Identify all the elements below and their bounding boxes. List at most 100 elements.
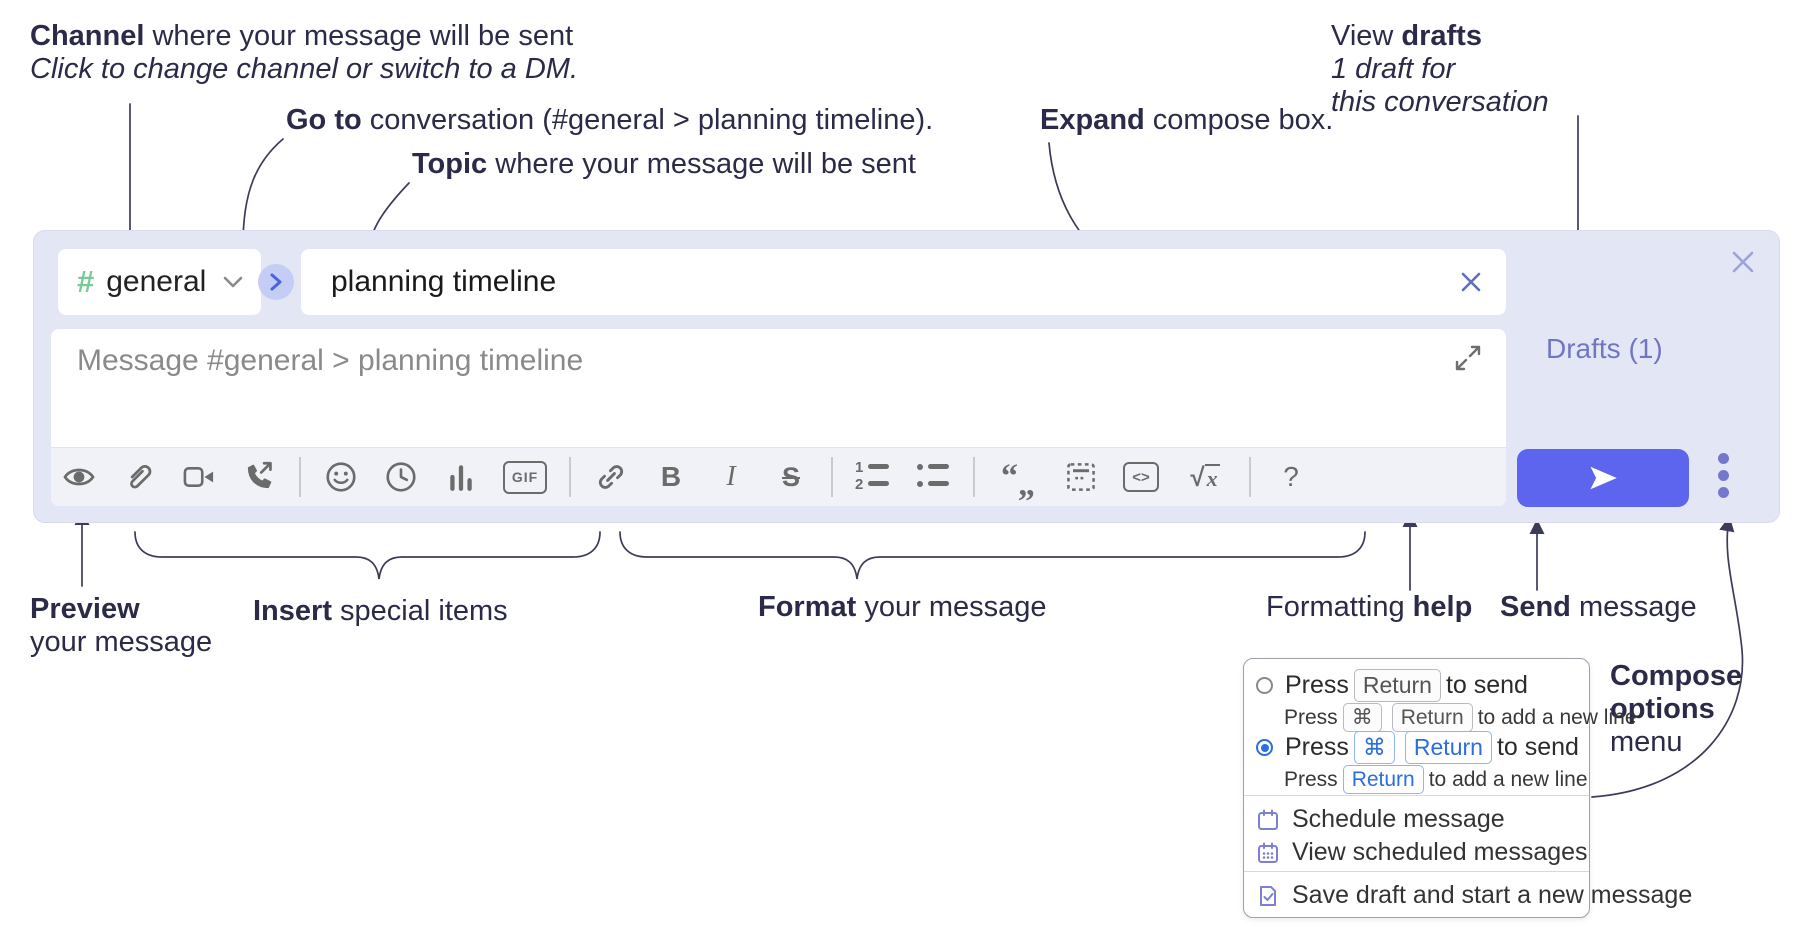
press-label: Press: [1284, 767, 1338, 791]
gif-icon: GIF: [503, 460, 547, 494]
radio-unselected[interactable]: [1256, 677, 1273, 694]
formatting-help-button[interactable]: ?: [1273, 459, 1309, 495]
drafts-annotation-pre: View: [1331, 20, 1402, 52]
channel-selector[interactable]: # general: [58, 249, 261, 315]
radio-selected[interactable]: [1256, 739, 1273, 756]
cmd-key: ⌘: [1342, 703, 1382, 732]
emoji-button[interactable]: [323, 459, 359, 495]
toolbar-divider: [569, 457, 571, 497]
press-label: Press: [1285, 733, 1349, 761]
numbered-list-icon: 1 2: [855, 460, 891, 494]
drafts-annotation-sub2: this conversation: [1331, 86, 1549, 118]
go-to-conversation-button[interactable]: [258, 264, 294, 300]
add-gif-button[interactable]: GIF: [503, 459, 547, 495]
bold-label: B: [660, 461, 682, 492]
return-key: Return: [1353, 669, 1441, 702]
options-annotation-bold1: Compose: [1610, 660, 1743, 692]
math-x: x: [1204, 463, 1220, 491]
menu-item-view-scheduled[interactable]: View scheduled messages: [1256, 838, 1588, 867]
compose-options-button[interactable]: [1718, 453, 1729, 498]
math-button[interactable]: √ x: [1183, 459, 1227, 495]
strikethrough-label: S: [781, 461, 800, 492]
toolbar-divider: [831, 457, 833, 497]
link-icon: [598, 465, 624, 489]
code-button[interactable]: <>: [1123, 459, 1159, 495]
expand-icon: [1455, 345, 1481, 371]
preview-button[interactable]: [61, 459, 97, 495]
compose-options-annotation: Compose options menu: [1610, 660, 1742, 759]
menu-item-schedule[interactable]: Schedule message: [1256, 805, 1505, 834]
code-label: <>: [1132, 468, 1150, 486]
gif-label: GIF: [511, 469, 539, 485]
formatting-help-annotation: Formatting help: [1266, 591, 1472, 624]
help-annotation-pre: Formatting: [1266, 591, 1413, 623]
num1-label: 1: [855, 459, 864, 476]
attach-file-button[interactable]: [121, 459, 157, 495]
goto-annotation-bold: Go to: [286, 104, 362, 136]
drafts-link[interactable]: Drafts (1): [1546, 333, 1663, 364]
message-input[interactable]: Message #general > planning timeline: [51, 329, 1506, 506]
voice-call-button[interactable]: [241, 459, 277, 495]
insert-annotation: Insert special items: [253, 595, 508, 628]
menu-item-label: Save draft and start a new message: [1292, 881, 1693, 909]
channel-annotation-bold: Channel: [30, 20, 145, 52]
ellipsis-dot: [1718, 470, 1729, 481]
italic-button[interactable]: I: [713, 459, 749, 495]
link-button[interactable]: [593, 459, 629, 495]
video-call-button[interactable]: [181, 459, 217, 495]
cmd-enter-sends-option[interactable]: Press ⌘ Return to send: [1256, 731, 1579, 764]
close-icon: [1732, 251, 1754, 273]
topic-value: planning timeline: [331, 265, 557, 298]
options-annotation-rest: menu: [1610, 726, 1683, 758]
add-poll-button[interactable]: [443, 459, 479, 495]
brace-format: [619, 531, 1366, 580]
channel-name: general: [106, 265, 207, 298]
menu-item-save-draft[interactable]: Save draft and start a new message: [1256, 881, 1692, 910]
topic-annotation-rest: where your message will be sent: [487, 148, 916, 180]
eye-icon: [63, 468, 95, 486]
press-label: Press: [1285, 671, 1349, 699]
numbered-list-button[interactable]: 1 2: [855, 459, 891, 495]
menu-item-label: Schedule message: [1292, 805, 1505, 833]
help-label: ?: [1283, 461, 1299, 492]
channel-annotation-rest: where your message will be sent: [144, 20, 574, 52]
preview-annotation: Preview your message: [30, 593, 212, 659]
cmd-key: ⌘: [1353, 731, 1395, 764]
return-key: Return: [1391, 703, 1473, 732]
help-annotation-bold: help: [1412, 591, 1473, 623]
goto-annotation-rest: conversation (#general > planning timeli…: [361, 104, 934, 136]
sqrt-glyph: √: [1190, 461, 1205, 492]
add-global-time-button[interactable]: [383, 459, 419, 495]
spoiler-button[interactable]: [1063, 459, 1099, 495]
quote-button[interactable]: “ „: [997, 459, 1039, 502]
ellipsis-dot: [1718, 487, 1729, 498]
quote-icon: “ „: [1001, 460, 1035, 502]
ellipsis-dot: [1718, 453, 1729, 464]
topic-input[interactable]: planning timeline: [301, 249, 1506, 315]
bulleted-list-button[interactable]: [915, 459, 951, 495]
bold-button[interactable]: B: [653, 459, 689, 495]
clear-topic-button[interactable]: [1456, 267, 1486, 297]
goto-annotation: Go to conversation (#general > planning …: [286, 104, 933, 137]
close-icon: [1461, 272, 1481, 292]
close-compose-button[interactable]: [1725, 244, 1761, 280]
channel-annotation: Channel where your message will be sent …: [30, 20, 578, 86]
strikethrough-button[interactable]: S: [773, 459, 809, 495]
chevron-right-icon: [270, 273, 282, 291]
calendar-icon: [1258, 809, 1278, 830]
send-annotation-rest: message: [1570, 591, 1697, 623]
send-button[interactable]: [1517, 449, 1689, 507]
send-annotation-bold: Send: [1500, 591, 1571, 623]
menu-divider: [1244, 795, 1589, 796]
phone-call-icon: [247, 461, 272, 489]
num2-label: 2: [855, 476, 864, 493]
compose-box: # general planning timeline: [33, 230, 1780, 523]
format-annotation-bold: Format: [758, 591, 857, 623]
drafts-annotation-bold: drafts: [1401, 20, 1482, 52]
enter-sends-option[interactable]: Press Return to send: [1256, 669, 1528, 702]
menu-item-label: View scheduled messages: [1292, 838, 1588, 866]
expand-compose-button[interactable]: [1454, 344, 1482, 372]
smiley-icon: [326, 462, 356, 492]
enter-sends-subtext: Press ⌘ Return to add a new line: [1284, 703, 1637, 732]
